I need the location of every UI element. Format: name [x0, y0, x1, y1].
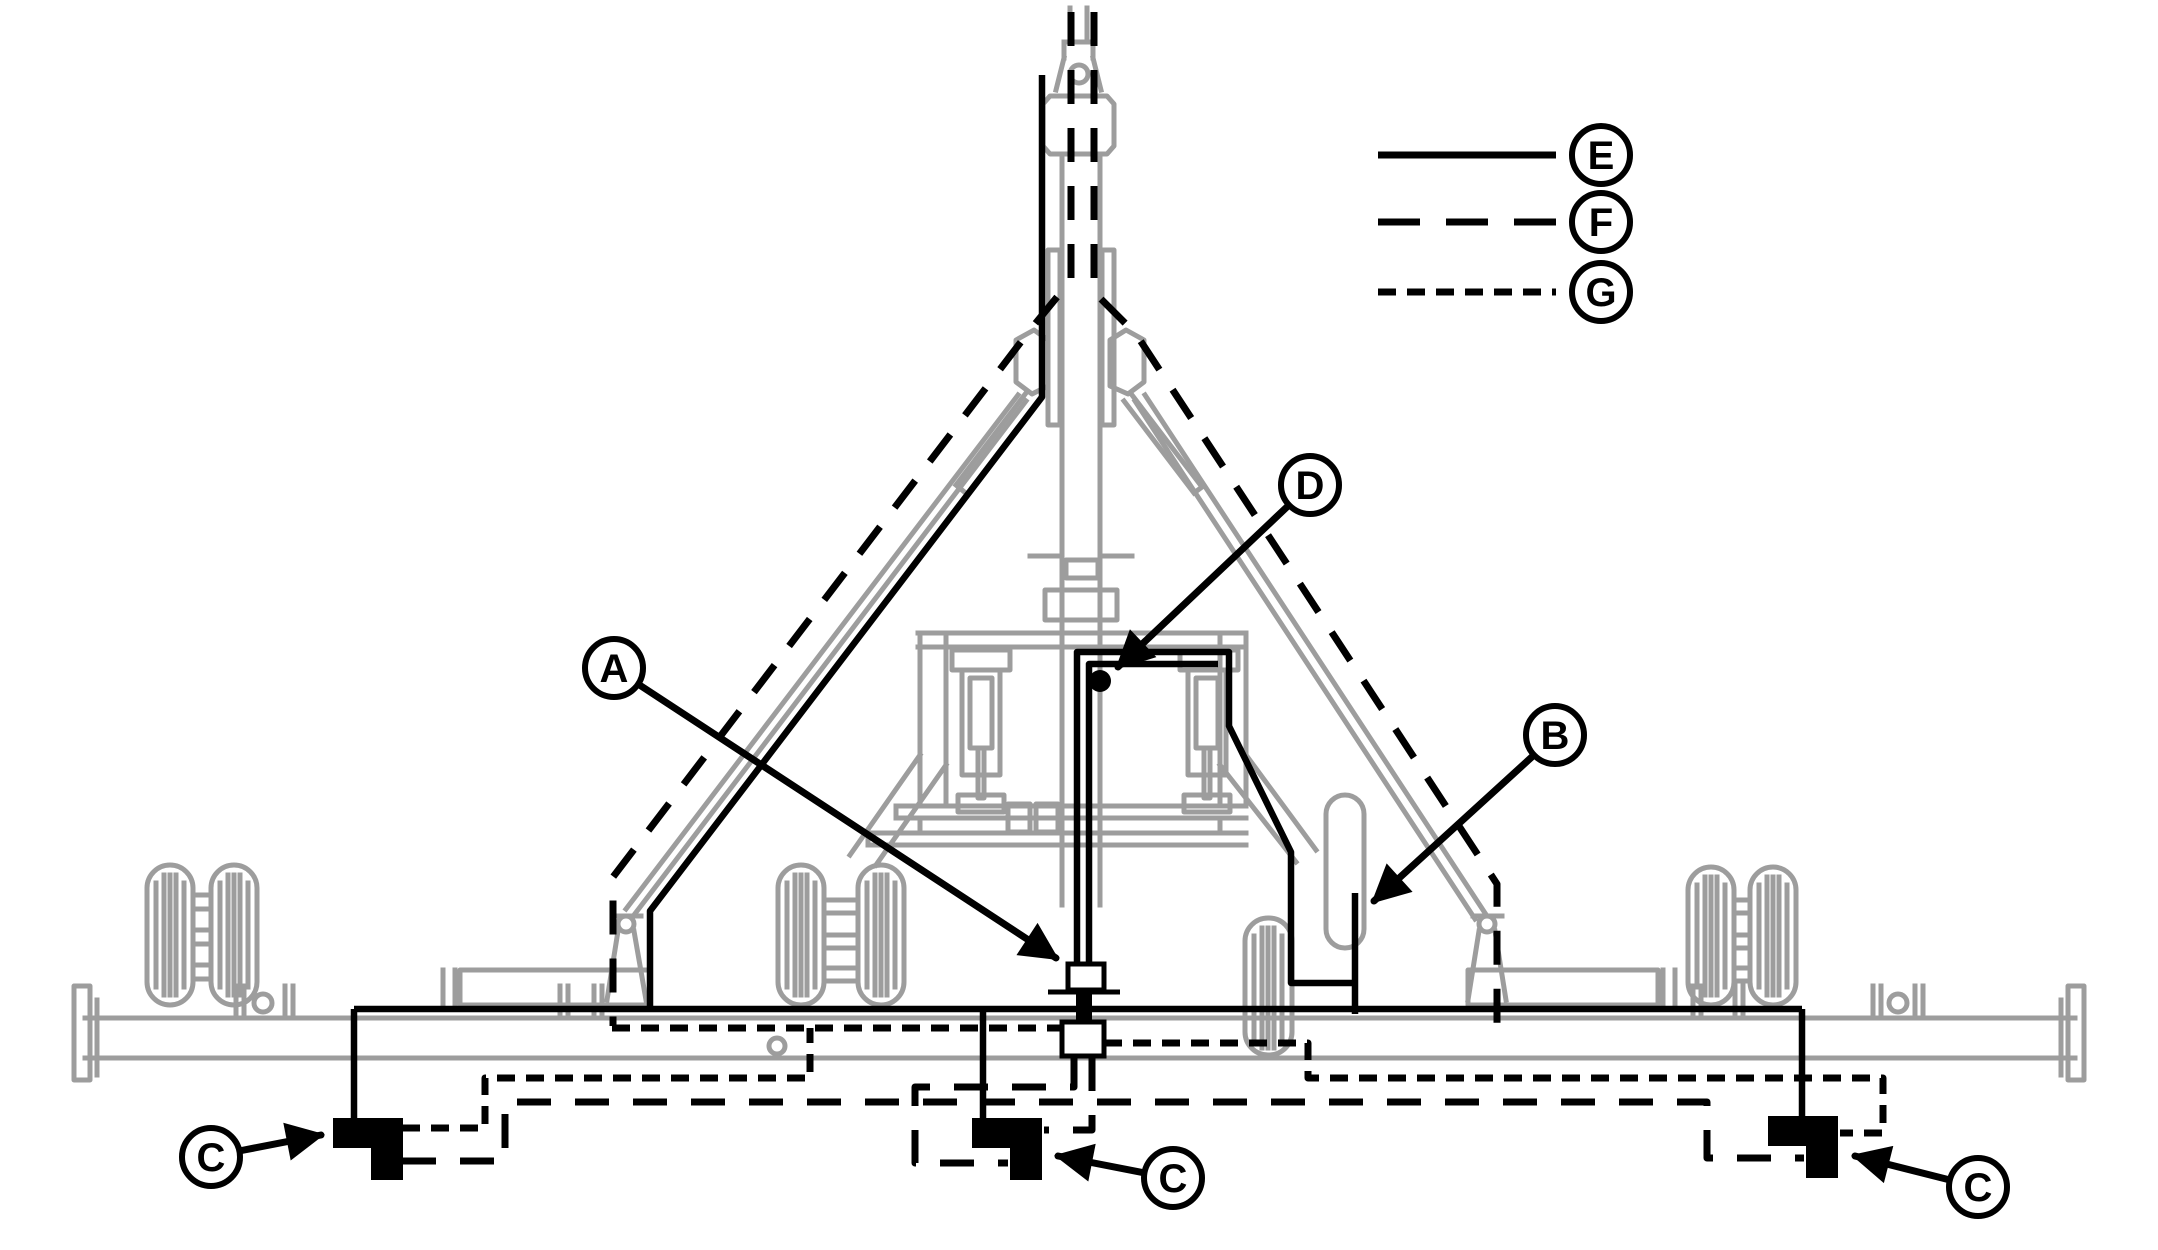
- callouts: A B D C C C: [179, 453, 2010, 1219]
- junction-square-toolbar: [1059, 1019, 1107, 1059]
- short-dash-right-run: [1104, 1039, 1887, 1137]
- solid-line-center-inner: [1085, 660, 1218, 968]
- d-target-dot: [1089, 670, 1111, 692]
- legend: E F G: [1378, 123, 1633, 324]
- legend-row-g: G: [1378, 260, 1633, 324]
- callout-c-left: C: [179, 1122, 325, 1189]
- callout-b-label: B: [1541, 714, 1570, 758]
- junction-stem: [1076, 990, 1092, 1024]
- long-dash-center-left-loop: [911, 1057, 1078, 1167]
- junctions: [333, 670, 1838, 1180]
- harness-long-dash-lines: [402, 12, 1804, 1167]
- legend-g-label: G: [1585, 271, 1616, 315]
- right-wing-beam: [1131, 391, 1489, 923]
- right-wing-hinge: [1465, 913, 1678, 1008]
- callout-c-center-label: C: [1159, 1157, 1188, 1201]
- short-dash-left-run: [402, 1028, 814, 1132]
- callout-a-label: A: [600, 647, 629, 691]
- left-wing-beam: [622, 391, 1030, 919]
- callout-c-center: C: [1054, 1143, 1205, 1210]
- connector-right: [1768, 1116, 1838, 1178]
- callout-c-right-label: C: [1964, 1166, 1993, 1210]
- center-frame: [846, 630, 1320, 869]
- solid-line-center-loop: [1073, 648, 1352, 987]
- wheels-right-main: [1242, 792, 1367, 1058]
- wheels-left-main: [775, 862, 907, 1008]
- legend-e-label: E: [1588, 134, 1615, 178]
- long-dash-toolbar-run: [402, 1098, 1804, 1165]
- long-dash-left-wing: [609, 12, 1075, 1026]
- legend-row-f: F: [1378, 190, 1633, 254]
- legend-row-e: E: [1378, 123, 1633, 187]
- callout-a: A: [582, 636, 1060, 962]
- harness-short-dash-lines: [402, 1024, 1887, 1137]
- transport-tire: [1323, 792, 1367, 951]
- long-dash-right-wing: [1090, 12, 1501, 1026]
- solid-line-left-wing: [646, 75, 1046, 1012]
- hitch-mast: [1027, 5, 1135, 908]
- long-dash-center-right-loop: [1044, 1057, 1096, 1134]
- lift-cylinder-left: [949, 647, 1013, 815]
- callout-b: B: [1370, 703, 1587, 905]
- callout-d-label: D: [1296, 464, 1325, 508]
- wheels-right-wing: [1685, 864, 1799, 1008]
- legend-f-label: F: [1589, 201, 1613, 245]
- connector-center: [972, 1118, 1042, 1180]
- callout-c-left-label: C: [197, 1136, 226, 1180]
- connector-left: [333, 1118, 403, 1180]
- callout-c-right: C: [1851, 1145, 2010, 1219]
- left-wing-hinge: [440, 913, 653, 1008]
- callout-d: D: [1114, 453, 1342, 671]
- wheels-far-left: [144, 862, 260, 1008]
- junction-square-upper: [1065, 961, 1107, 993]
